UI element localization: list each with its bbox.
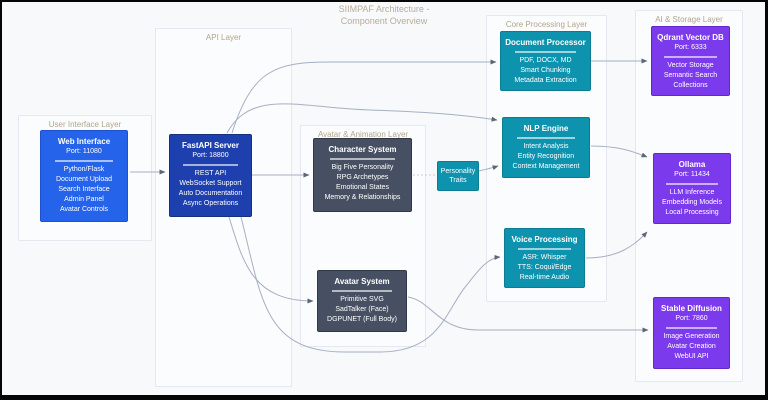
node-qdrant-vector-db-port: Port: 6333 [674,44,707,51]
node-item: Auto Documentation [178,190,243,197]
divider [515,51,576,53]
node-item: Smart Chunking [520,67,571,74]
node-item: Avatar Controls [59,206,109,213]
node-web-interface: Web Interface Port: 11080 Python/Flask D… [40,130,128,222]
node-item: ASR: Whisper [522,254,567,261]
node-fastapi-server: FastAPI Server Port: 18800 REST API WebS… [169,134,252,217]
node-item: Memory & Relationships [324,194,401,201]
node-item: Entity Recognition [517,153,575,160]
edge-fastapi-to-avatar [228,216,314,304]
node-item: WebSocket Support [179,180,242,187]
node-item: Collections [673,82,708,89]
node-item: Avatar Creation [667,343,716,350]
node-item: Image Generation [663,333,720,340]
diagram-title: SIIMPAF Architecture - Component Overvie… [284,3,484,27]
edge-personality-to-nlp [478,165,499,172]
edge-fastapi-to-nlp [226,103,498,134]
divider [666,327,717,329]
node-avatar-system: Avatar System Primitive SVG SadTalker (F… [317,270,407,332]
node-item: Metadata Extraction [514,77,577,84]
divider [666,183,718,185]
node-item: Python/Flask [63,166,105,173]
diagram-title-line2: Component Overview [340,16,428,26]
node-ollama: Ollama Port: 11434 LLM Inference Embeddi… [653,153,731,224]
divider [664,56,717,58]
edge-avatar-to-sd [407,296,649,333]
diagram-title-line1: SIIMPAF Architecture - [338,4,430,14]
node-item: PDF, DOCX, MD [519,57,572,64]
divider [329,158,396,160]
layer-label-core-processing: Core Processing Layer [505,20,588,29]
node-item: Primitive SVG [340,296,384,303]
node-nlp-engine-title: NLP Engine [523,124,569,133]
node-web-interface-port: Port: 11080 [66,148,102,155]
node-document-processor-title: Document Processor [505,38,586,47]
node-item: Async Operations [182,200,239,207]
node-item: SadTalker (Face) [335,306,389,313]
node-voice-processing: Voice Processing ASR: Whisper TTS: Coqui… [504,228,585,288]
node-item: Big Five Personality [331,164,394,171]
node-item: Intent Analysis [523,143,569,150]
layer-label-api: API Layer [205,33,242,42]
divider [54,160,114,162]
node-character-system: Character System Big Five Personality RP… [313,138,412,212]
node-fastapi-server-title: FastAPI Server [182,141,239,150]
node-item: LLM Inference [669,189,715,196]
edge-voice-to-ollama [585,231,648,259]
layer-label-ai-storage: AI & Storage Layer [655,15,723,24]
node-item: REST API [194,170,227,177]
node-item: Local Processing [665,209,719,216]
node-avatar-system-title: Avatar System [334,277,390,286]
node-item: Document Upload [55,176,113,183]
node-nlp-engine: NLP Engine Intent Analysis Entity Recogn… [502,117,590,178]
node-stable-diffusion: Stable Diffusion Port: 7860 Image Genera… [653,297,730,369]
node-item: WebUI API [674,353,709,360]
node-web-interface-title: Web Interface [57,137,111,146]
node-item: Real-time Audio [519,274,570,281]
node-item: Vector Storage [667,62,714,69]
node-qdrant-vector-db-title: Qdrant Vector DB [657,33,724,42]
node-item: Search Interface [58,186,110,193]
edge-fastapi-to-voice [240,216,501,353]
divider [516,137,576,139]
layer-label-user-interface: User Interface Layer [48,120,122,129]
node-personality-traits-title: Personality Traits [440,168,476,184]
node-stable-diffusion-title: Stable Diffusion [661,304,722,313]
divider [182,164,239,166]
divider [332,290,392,292]
node-document-processor: Document Processor PDF, DOCX, MD Smart C… [500,31,591,91]
node-fastapi-server-port: Port: 18800 [192,152,229,159]
node-item: Semantic Search [663,72,718,79]
node-item: TTS: Coqui/Edge [517,264,572,271]
node-voice-processing-title: Voice Processing [511,235,578,244]
layer-label-avatar-animation: Avatar & Animation Layer [317,130,409,139]
edge-fastapi-to-docproc [231,59,497,134]
node-personality-traits: Personality Traits [437,161,479,191]
node-ollama-title: Ollama [678,160,706,169]
divider [517,248,572,250]
node-qdrant-vector-db: Qdrant Vector DB Port: 6333 Vector Stora… [651,26,730,96]
edge-nlp-to-ollama [590,145,648,158]
node-item: Embedding Models [662,199,722,206]
node-stable-diffusion-port: Port: 7860 [675,315,708,322]
node-character-system-title: Character System [328,145,397,154]
node-item: Context Management [512,163,580,170]
node-item: Emotional States [336,184,389,191]
node-item: RPG Archetypes [336,174,389,181]
node-item: DGPUNET (Full Body) [327,316,397,323]
node-ollama-port: Port: 11434 [674,171,710,178]
node-item: Admin Panel [64,196,104,203]
